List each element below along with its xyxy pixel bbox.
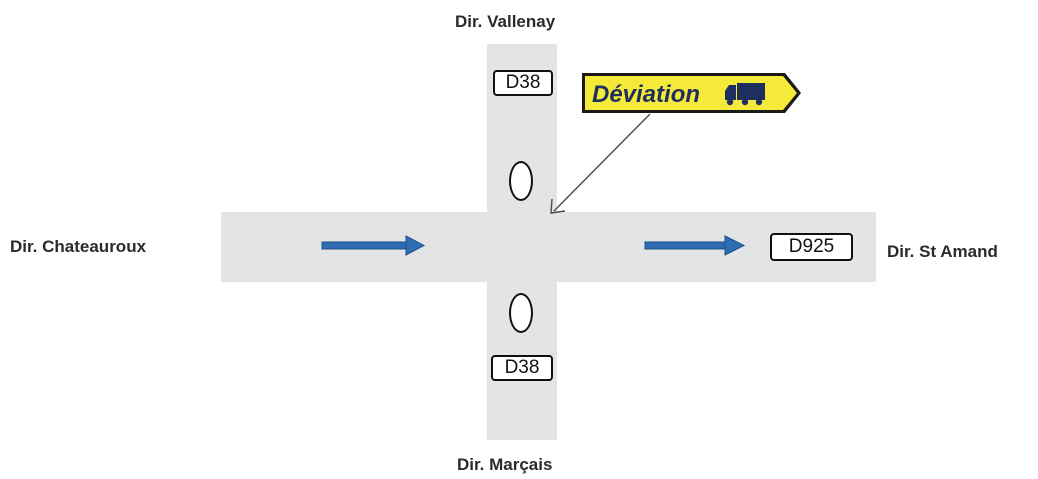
direction-label-west: Dir. Chateauroux xyxy=(10,237,147,256)
traffic-island-north xyxy=(509,161,533,201)
flow-arrow-east xyxy=(644,235,746,256)
road-sign-d38-south: D38 xyxy=(491,355,553,381)
road-sign-d38-north: D38 xyxy=(493,70,553,96)
deviation-pointer-arrow xyxy=(550,113,651,214)
flow-arrow-west xyxy=(321,235,426,256)
road-sign-d925-east: D925 xyxy=(770,233,853,261)
deviation-label: Déviation xyxy=(592,81,701,108)
direction-label-east: Dir. St Amand xyxy=(887,242,998,261)
direction-label-south: Dir. Marçais xyxy=(457,455,553,474)
direction-label-north: Dir. Vallenay xyxy=(455,12,556,31)
truck-icon xyxy=(725,83,765,106)
traffic-island-south xyxy=(509,293,533,333)
